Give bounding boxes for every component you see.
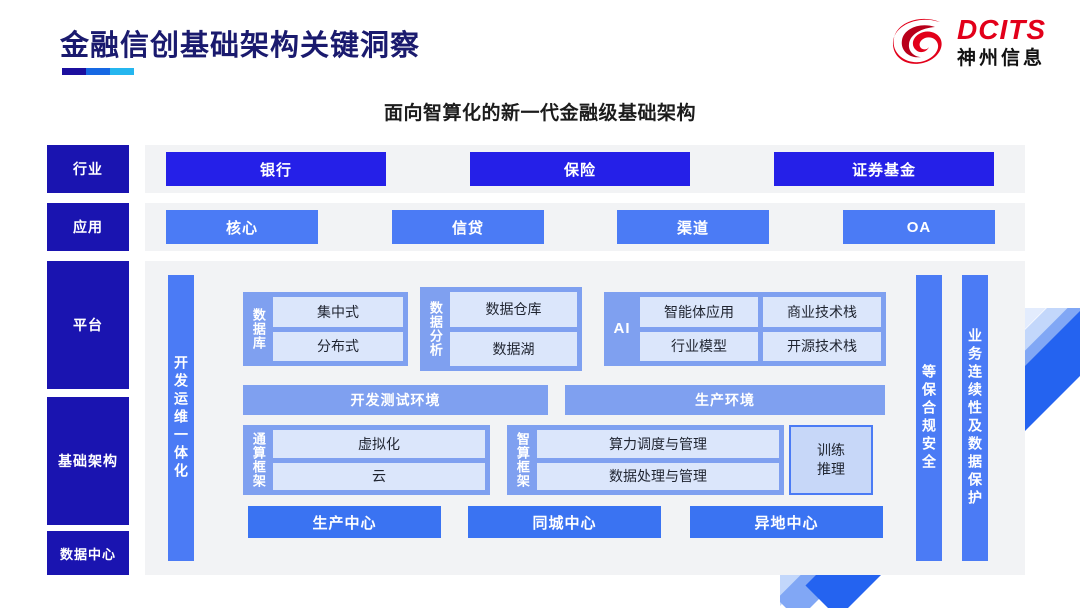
group-ai: AI 智能体应用 商业技术栈 行业模型 开源技术栈 — [604, 292, 886, 366]
rule-segment-2 — [86, 68, 110, 75]
industry-chip-insurance[interactable]: 保险 — [470, 152, 690, 186]
slide-header: 金融信创基础架构关键洞察 DCITS 神州信息 — [0, 0, 1080, 92]
application-chip-credit[interactable]: 信贷 — [392, 210, 544, 244]
group-intelligent-compute: 智算框架 算力调度与管理 数据处理与管理 — [507, 425, 784, 495]
item-industry-model[interactable]: 行业模型 — [640, 331, 758, 361]
rail-label-platform: 平台 — [47, 261, 129, 389]
group-items-ai: 智能体应用 商业技术栈 行业模型 开源技术栈 — [640, 297, 881, 361]
group-label-data-analysis: 数据分析 — [427, 301, 443, 357]
rail-label-application: 应用 — [47, 203, 129, 251]
item-opensource-stack[interactable]: 开源技术栈 — [763, 331, 881, 361]
item-data-warehouse[interactable]: 数据仓库 — [450, 292, 577, 327]
page-title: 金融信创基础架构关键洞察 — [60, 30, 421, 62]
item-centralized[interactable]: 集中式 — [273, 297, 403, 327]
application-chip-channel[interactable]: 渠道 — [617, 210, 769, 244]
item-distributed[interactable]: 分布式 — [273, 331, 403, 361]
application-chip-oa[interactable]: OA — [843, 210, 995, 244]
training-line-2: 推理 — [817, 461, 845, 477]
logo-wordmark: DCITS 神州信息 — [957, 14, 1046, 69]
group-label-intelligent-compute: 智算框架 — [514, 432, 530, 488]
item-data-lake[interactable]: 数据湖 — [450, 331, 577, 366]
group-database: 数据库 集中式 分布式 — [243, 292, 408, 366]
rule-segment-1 — [62, 68, 86, 75]
datacenter-chip-metro[interactable]: 同城中心 — [468, 506, 661, 538]
item-agent-application[interactable]: 智能体应用 — [640, 297, 758, 327]
rail-label-industry: 行业 — [47, 145, 129, 193]
group-items-general-compute: 虚拟化 云 — [273, 430, 485, 490]
dcits-swirl-icon — [891, 16, 949, 68]
item-cloud[interactable]: 云 — [273, 462, 485, 490]
vertical-bar-continuity[interactable]: 业务连续性及数据保护 — [962, 275, 988, 561]
training-line-1: 训练 — [817, 442, 845, 459]
env-chip-production[interactable]: 生产环境 — [565, 385, 885, 415]
page-subtitle: 面向智算化的新一代金融级基础架构 — [383, 103, 696, 124]
vertical-bar-devops[interactable]: 开发运维一体化 — [168, 275, 194, 561]
logo-cn-text: 神州信息 — [957, 48, 1046, 69]
group-data-analysis: 数据分析 数据仓库 数据湖 — [420, 287, 582, 371]
group-items-database: 集中式 分布式 — [273, 297, 403, 361]
group-label-ai: AI — [613, 320, 631, 338]
env-chip-dev-test[interactable]: 开发测试环境 — [243, 385, 548, 415]
brand-logo: DCITS 神州信息 — [891, 16, 1046, 68]
logo-en-text: DCITS — [957, 14, 1046, 45]
application-chip-core[interactable]: 核心 — [166, 210, 318, 244]
group-label-database: 数据库 — [250, 308, 266, 350]
group-general-compute: 通算框架 虚拟化 云 — [243, 425, 490, 495]
title-underline-rule — [62, 68, 134, 75]
datacenter-chip-production[interactable]: 生产中心 — [248, 506, 441, 538]
group-items-data-analysis: 数据仓库 数据湖 — [450, 292, 577, 366]
item-data-processing[interactable]: 数据处理与管理 — [537, 462, 779, 490]
rail-label-infrastructure: 基础架构 — [47, 397, 129, 525]
item-virtualization[interactable]: 虚拟化 — [273, 430, 485, 458]
industry-chip-bank[interactable]: 银行 — [166, 152, 386, 186]
group-items-intelligent-compute: 算力调度与管理 数据处理与管理 — [537, 430, 779, 490]
item-compute-scheduling[interactable]: 算力调度与管理 — [537, 430, 779, 458]
item-commercial-stack[interactable]: 商业技术栈 — [763, 297, 881, 327]
box-training-inference[interactable]: 训练 推理 — [789, 425, 873, 495]
datacenter-chip-remote[interactable]: 异地中心 — [690, 506, 883, 538]
rule-segment-3 — [110, 68, 134, 75]
industry-chip-securities[interactable]: 证券基金 — [774, 152, 994, 186]
rail-label-datacenter: 数据中心 — [47, 531, 129, 575]
group-label-general-compute: 通算框架 — [250, 432, 266, 488]
vertical-bar-security[interactable]: 等保合规安全 — [916, 275, 942, 561]
